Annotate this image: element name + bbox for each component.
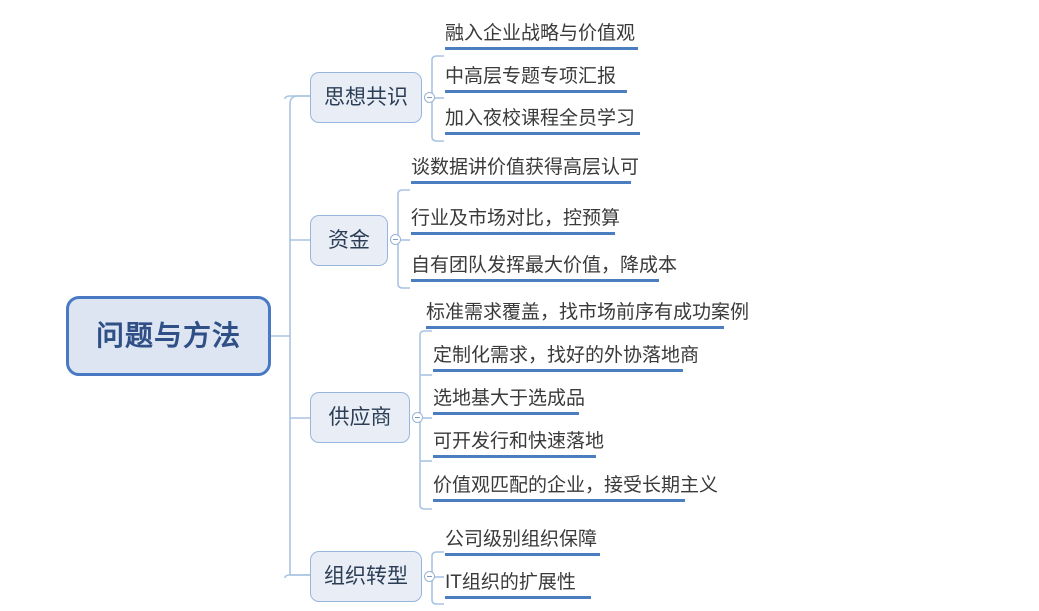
branch-node-3[interactable]: 供应商: [310, 392, 410, 443]
leaf-label: 谈数据讲价值获得高层认可: [411, 157, 640, 178]
leaf-item[interactable]: 可开发行和快速落地: [433, 431, 605, 458]
leaf-item[interactable]: IT组织的扩展性: [445, 572, 591, 599]
leaf-item[interactable]: 标准需求覆盖，找市场前序有成功案例: [426, 302, 750, 329]
branch-node-4-label: 组织转型: [324, 565, 408, 588]
leaf-label: 可开发行和快速落地: [433, 431, 605, 452]
leaf-item[interactable]: 行业及市场对比，控预算: [411, 208, 621, 235]
leaf-item[interactable]: 公司级别组织保障: [445, 529, 600, 556]
leaf-item[interactable]: 中高层专题专项汇报: [445, 66, 627, 93]
leaf-item[interactable]: 定制化需求，找好的外协落地商: [433, 345, 700, 372]
leaf-label: 价值观匹配的企业，接受长期主义: [433, 475, 719, 496]
leaf-item[interactable]: 选地基大于选成品: [433, 388, 586, 415]
leaf-item[interactable]: 谈数据讲价值获得高层认可: [411, 157, 640, 184]
leaf-label: 融入企业战略与价值观: [445, 23, 636, 44]
branch-node-1[interactable]: 思想共识: [310, 72, 422, 123]
branch-node-1-label: 思想共识: [324, 86, 408, 109]
leaf-label: IT组织的扩展性: [445, 572, 576, 593]
collapse-toggle-2[interactable]: [390, 234, 401, 245]
branch-node-2-label: 资金: [328, 229, 370, 252]
root-node[interactable]: 问题与方法: [66, 296, 271, 376]
branch-node-2[interactable]: 资金: [310, 215, 388, 266]
leaf-item[interactable]: 融入企业战略与价值观: [445, 23, 638, 50]
leaf-label: 定制化需求，找好的外协落地商: [433, 345, 700, 366]
branch-node-3-label: 供应商: [328, 406, 392, 429]
leaf-item[interactable]: 价值观匹配的企业，接受长期主义: [433, 475, 719, 502]
leaf-label: 选地基大于选成品: [433, 388, 586, 409]
branch-node-4[interactable]: 组织转型: [310, 551, 422, 602]
collapse-toggle-1[interactable]: [424, 92, 435, 103]
leaf-item[interactable]: 自有团队发挥最大价值，降成本: [411, 255, 678, 282]
leaf-label: 标准需求覆盖，找市场前序有成功案例: [426, 302, 750, 323]
leaf-label: 加入夜校课程全员学习: [445, 108, 636, 129]
leaf-label: 公司级别组织保障: [445, 529, 598, 550]
collapse-toggle-3[interactable]: [412, 412, 423, 423]
root-node-label: 问题与方法: [95, 320, 241, 351]
leaf-label: 自有团队发挥最大价值，降成本: [411, 255, 678, 276]
leaf-label: 中高层专题专项汇报: [445, 66, 617, 87]
collapse-toggle-4[interactable]: [424, 571, 435, 582]
leaf-label: 行业及市场对比，控预算: [411, 208, 621, 229]
leaf-item[interactable]: 加入夜校课程全员学习: [445, 108, 640, 135]
